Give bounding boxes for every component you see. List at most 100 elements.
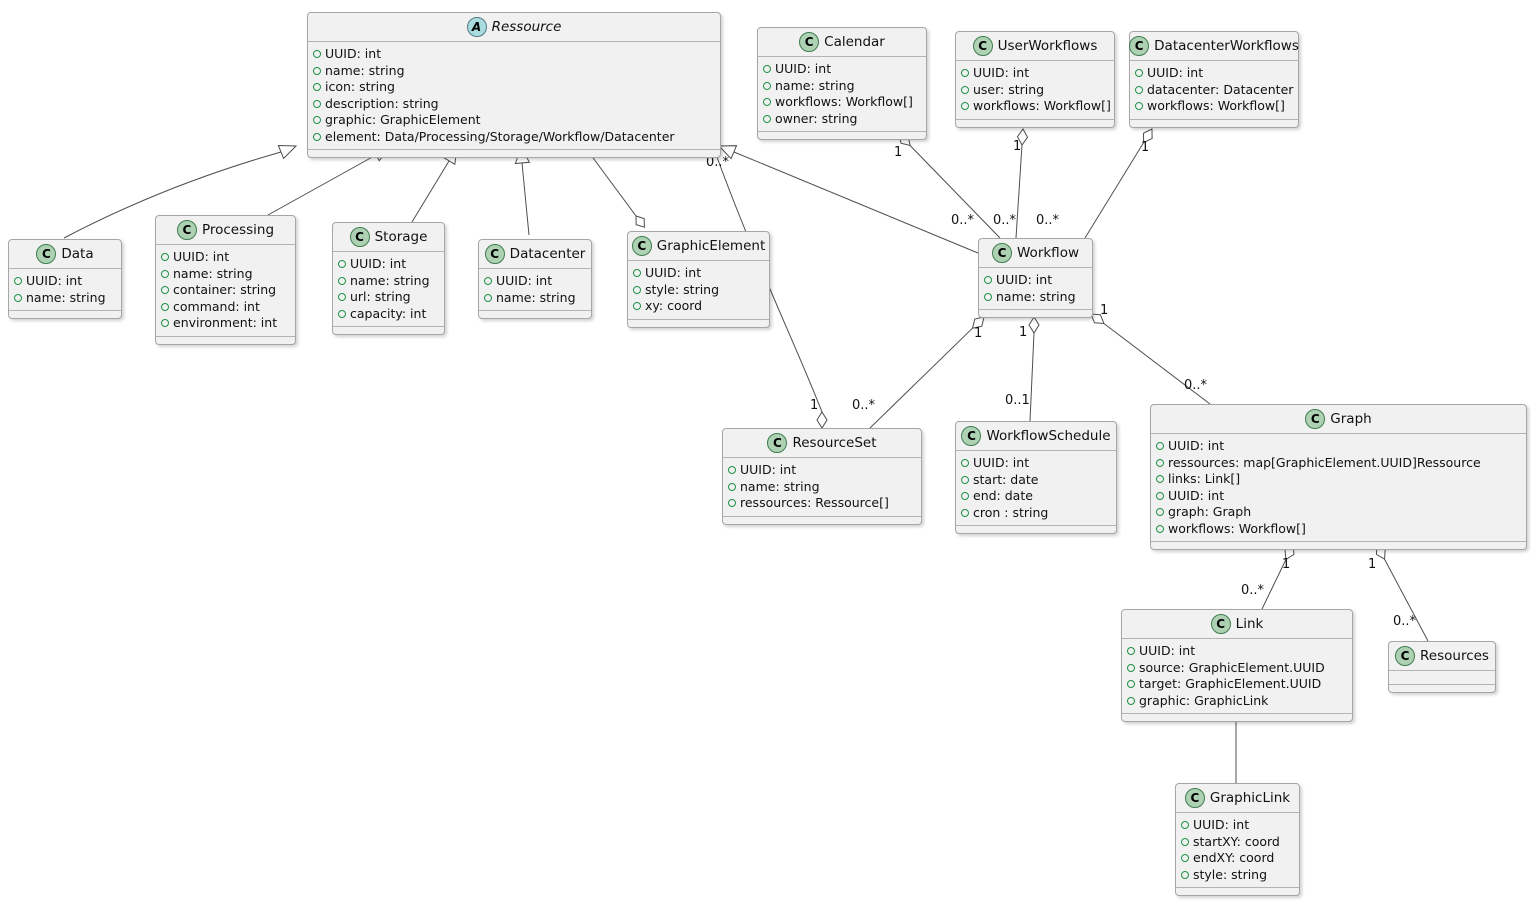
methods-compartment xyxy=(956,526,1116,533)
attribute-text: UUID: int xyxy=(1193,817,1250,832)
class-header: C Datacenter xyxy=(479,240,591,269)
class-attribute: name: string xyxy=(338,273,440,290)
class-icon: C xyxy=(767,433,788,453)
attribute-text: UUID: int xyxy=(1147,65,1204,80)
class-attribute: owner: string xyxy=(763,111,922,128)
class-attribute: target: GraphicElement.UUID xyxy=(1127,676,1348,693)
methods-compartment xyxy=(1122,714,1352,721)
class-resources: C Resources xyxy=(1388,641,1496,693)
class-icon: C xyxy=(176,220,197,240)
edge-data-extends-ressource xyxy=(63,151,282,239)
methods-compartment xyxy=(1389,685,1495,692)
class-attribute: name: string xyxy=(14,290,117,307)
field-visibility-icon xyxy=(1156,458,1164,467)
field-visibility-icon xyxy=(1156,475,1164,484)
attribute-text: UUID: int xyxy=(325,46,382,61)
field-visibility-icon xyxy=(1181,837,1189,846)
attribute-text: datacenter: Datacenter xyxy=(1147,81,1294,97)
attribute-text: style: string xyxy=(1193,866,1268,882)
class-attribute: endXY: coord xyxy=(1181,850,1295,867)
class-attribute: container: string xyxy=(161,282,291,299)
multiplicity-label: 1 xyxy=(810,398,819,413)
class-header: C UserWorkflows xyxy=(956,32,1114,61)
attribute-text: graphic: GraphicElement xyxy=(325,112,481,127)
methods-compartment xyxy=(333,327,444,334)
methods-compartment xyxy=(758,132,926,139)
field-visibility-icon xyxy=(1156,442,1164,451)
attribute-text: ressources: map[GraphicElement.UUID]Ress… xyxy=(1168,454,1481,470)
attribute-text: container: string xyxy=(173,282,277,297)
class-attribute: UUID: int xyxy=(961,455,1112,472)
inheritance-arrow-icon xyxy=(717,145,738,160)
field-visibility-icon xyxy=(1156,491,1164,500)
class-name: Processing xyxy=(201,222,275,238)
field-visibility-icon xyxy=(338,260,346,269)
class-header: C Calendar xyxy=(758,28,926,57)
class-icon: C xyxy=(1129,36,1150,56)
class-attribute: workflows: Workflow[] xyxy=(1156,521,1522,538)
class-header: C Processing xyxy=(156,216,295,245)
abstract-class-icon: A xyxy=(466,17,487,37)
class-attribute: UUID: int xyxy=(338,256,440,273)
edge-workflow-resourceset xyxy=(869,327,973,429)
field-visibility-icon xyxy=(763,114,771,123)
attribute-text: UUID: int xyxy=(26,273,83,288)
class-name: Link xyxy=(1235,616,1264,632)
attribute-text: xy: coord xyxy=(645,298,703,313)
class-attribute: icon: string xyxy=(313,79,716,96)
edge-ressource-graphicelement xyxy=(584,146,637,217)
field-visibility-icon xyxy=(1181,870,1189,879)
field-visibility-icon xyxy=(313,66,321,75)
class-attribute: style: string xyxy=(1181,867,1295,884)
field-visibility-icon xyxy=(1127,696,1135,705)
field-visibility-icon xyxy=(984,292,992,301)
field-visibility-icon xyxy=(484,293,492,302)
class-header: C Data xyxy=(9,240,121,269)
class-name: UserWorkflows xyxy=(997,38,1098,54)
class-attribute: name: string xyxy=(313,63,716,80)
class-attribute: graphic: GraphicLink xyxy=(1127,693,1348,710)
field-visibility-icon xyxy=(984,276,992,285)
class-header: C Graph xyxy=(1151,405,1526,434)
attribute-text: icon: string xyxy=(325,79,395,94)
class-attribute: style: string xyxy=(633,282,765,299)
edge-storage-extends-ressource xyxy=(411,160,450,223)
multiplicity-label: 1 xyxy=(1368,557,1377,572)
class-name: WorkflowSchedule xyxy=(986,428,1111,444)
field-visibility-icon xyxy=(1127,680,1135,689)
class-name: Graph xyxy=(1330,411,1372,427)
multiplicity-label: 0..* xyxy=(951,213,975,228)
methods-compartment xyxy=(628,320,769,327)
methods-compartment xyxy=(479,311,591,318)
attribute-text: endXY: coord xyxy=(1193,850,1275,865)
field-visibility-icon xyxy=(338,293,346,302)
attribute-text: name: string xyxy=(26,289,106,305)
multiplicity-label: 1 xyxy=(974,326,983,341)
class-attribute: name: string xyxy=(484,290,587,307)
class-icon: C xyxy=(799,32,820,52)
field-visibility-icon xyxy=(313,132,321,141)
field-visibility-icon xyxy=(161,253,169,262)
methods-compartment xyxy=(156,337,295,344)
class-attribute: end: date xyxy=(961,488,1112,505)
multiplicity-label: 1 xyxy=(1282,557,1291,572)
attribute-text: description: string xyxy=(325,95,439,111)
multiplicity-label: 0..1 xyxy=(1005,393,1030,408)
class-attribute: name: string xyxy=(763,78,922,95)
field-visibility-icon xyxy=(338,276,346,285)
field-visibility-icon xyxy=(161,286,169,295)
attribute-text: workflows: Workflow[] xyxy=(1147,98,1285,113)
field-visibility-icon xyxy=(763,81,771,90)
attribute-text: UUID: int xyxy=(996,272,1053,287)
class-attribute: name: string xyxy=(161,266,291,283)
